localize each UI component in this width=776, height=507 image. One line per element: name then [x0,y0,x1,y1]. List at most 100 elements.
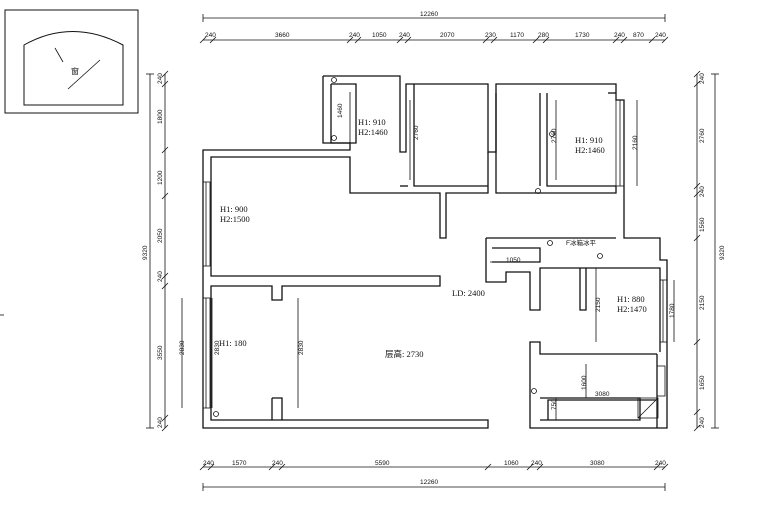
dimension-tick [161,282,169,290]
dimension-tick [653,463,661,471]
svg-text:240: 240 [203,460,214,467]
svg-text:2830: 2830 [214,340,221,355]
right-dimensions: 9320 240 2760 240 1560 2150 1650 240 [693,70,726,432]
walls [202,75,668,429]
svg-text:1780: 1780 [669,303,676,318]
ceiling-height: 层高: 2730 [385,349,424,359]
fixture-markers [213,77,603,417]
svg-text:1050: 1050 [372,32,387,39]
svg-text:1170: 1170 [510,32,524,39]
dimension-tick [693,190,701,198]
dimension-tick [693,424,701,432]
svg-text:1050: 1050 [506,257,521,264]
left-total-dim: 9320 [142,245,149,260]
svg-text:2760: 2760 [699,128,706,143]
dimension-tick [693,338,701,346]
dimension-tick [542,36,550,44]
svg-text:240: 240 [699,73,706,84]
svg-text:2760: 2760 [551,128,558,143]
svg-text:1060: 1060 [504,460,519,467]
dimension-tick [661,36,669,44]
svg-text:1570: 1570 [232,460,247,467]
svg-text:2760: 2760 [413,125,420,140]
svg-text:870: 870 [633,32,644,39]
window-legend-label: 窗 [71,66,79,76]
inner-dimension-lines [181,92,675,420]
svg-text:3550: 3550 [157,345,164,360]
dimension-tick [161,414,169,422]
dimension-tick [526,463,534,471]
windows [202,99,668,409]
svg-text:5590: 5590 [375,460,390,467]
dimension-tick [161,424,169,432]
svg-text:2160: 2160 [632,135,639,150]
dimension-tick [161,70,169,78]
room5-h1: H1: 180 [219,338,247,348]
dimension-tick [693,80,701,88]
dimension-tick [536,463,544,471]
svg-text:2070: 2070 [440,32,455,39]
svg-text:2150: 2150 [699,295,706,310]
dimension-tick [482,36,490,44]
room4-h2: H2:1470 [617,304,647,314]
svg-text:240: 240 [699,186,706,197]
dimension-tick [346,36,354,44]
dimension-tick [199,36,207,44]
svg-text:3080: 3080 [595,391,610,398]
dimension-tick [693,408,701,416]
svg-text:1560: 1560 [699,217,706,232]
ld-height: LD: 2400 [452,288,485,298]
svg-text:240: 240 [349,32,360,39]
dimension-tick [199,463,207,471]
svg-text:1800: 1800 [157,109,164,124]
dimension-tick [490,36,498,44]
bottom-dimensions: 12260 240 1570 240 5590 1060 240 3080 24… [199,460,669,491]
dimension-tick [161,272,169,280]
svg-text:240: 240 [614,32,625,39]
svg-text:240: 240 [272,460,283,467]
left-dimensions: 9320 240 1800 1200 2050 240 3550 240 [142,70,169,432]
svg-text:240: 240 [205,32,216,39]
dimension-tick [693,234,701,242]
dimension-tick [161,192,169,200]
dimension-tick [161,146,169,154]
dimension-tick [161,80,169,88]
svg-text:750: 750 [551,399,558,410]
dimension-tick [612,36,620,44]
room2-h2: H2:1460 [575,145,605,155]
svg-text:2830: 2830 [179,340,186,355]
window-legend-inset: 窗 [4,9,139,114]
svg-text:230: 230 [485,32,496,39]
svg-text:240: 240 [157,73,164,84]
svg-text:3080: 3080 [590,460,605,467]
svg-text:1730: 1730 [575,32,590,39]
svg-text:1460: 1460 [337,103,344,118]
svg-text:1650: 1650 [699,375,706,390]
svg-text:1600: 1600 [581,375,588,390]
svg-text:240: 240 [655,460,666,467]
dimension-tick [532,36,540,44]
top-total-dim: 12260 [420,11,438,18]
room1-h1: H1: 910 [358,117,386,127]
dimension-tick [661,463,669,471]
room1-h2: H2:1460 [358,127,388,137]
dimension-tick [693,182,701,190]
svg-text:280: 280 [538,32,549,39]
dimension-tick [278,463,286,471]
dimension-tick [354,36,362,44]
dimension-tick [209,36,217,44]
room3-h2: H2:1500 [220,214,250,224]
dimension-tick [207,463,215,471]
svg-text:240: 240 [655,32,666,39]
dimension-tick [620,36,628,44]
top-dimensions: 12260 240 3660 240 1050 240 2070 230 117… [199,11,669,44]
svg-text:240: 240 [531,460,542,467]
svg-text:1200: 1200 [157,170,164,185]
dimension-tick [484,463,492,471]
room2-h1: H1: 910 [575,135,603,145]
dimension-tick [693,70,701,78]
dimension-tick [404,36,412,44]
svg-text:2150: 2150 [595,297,602,312]
